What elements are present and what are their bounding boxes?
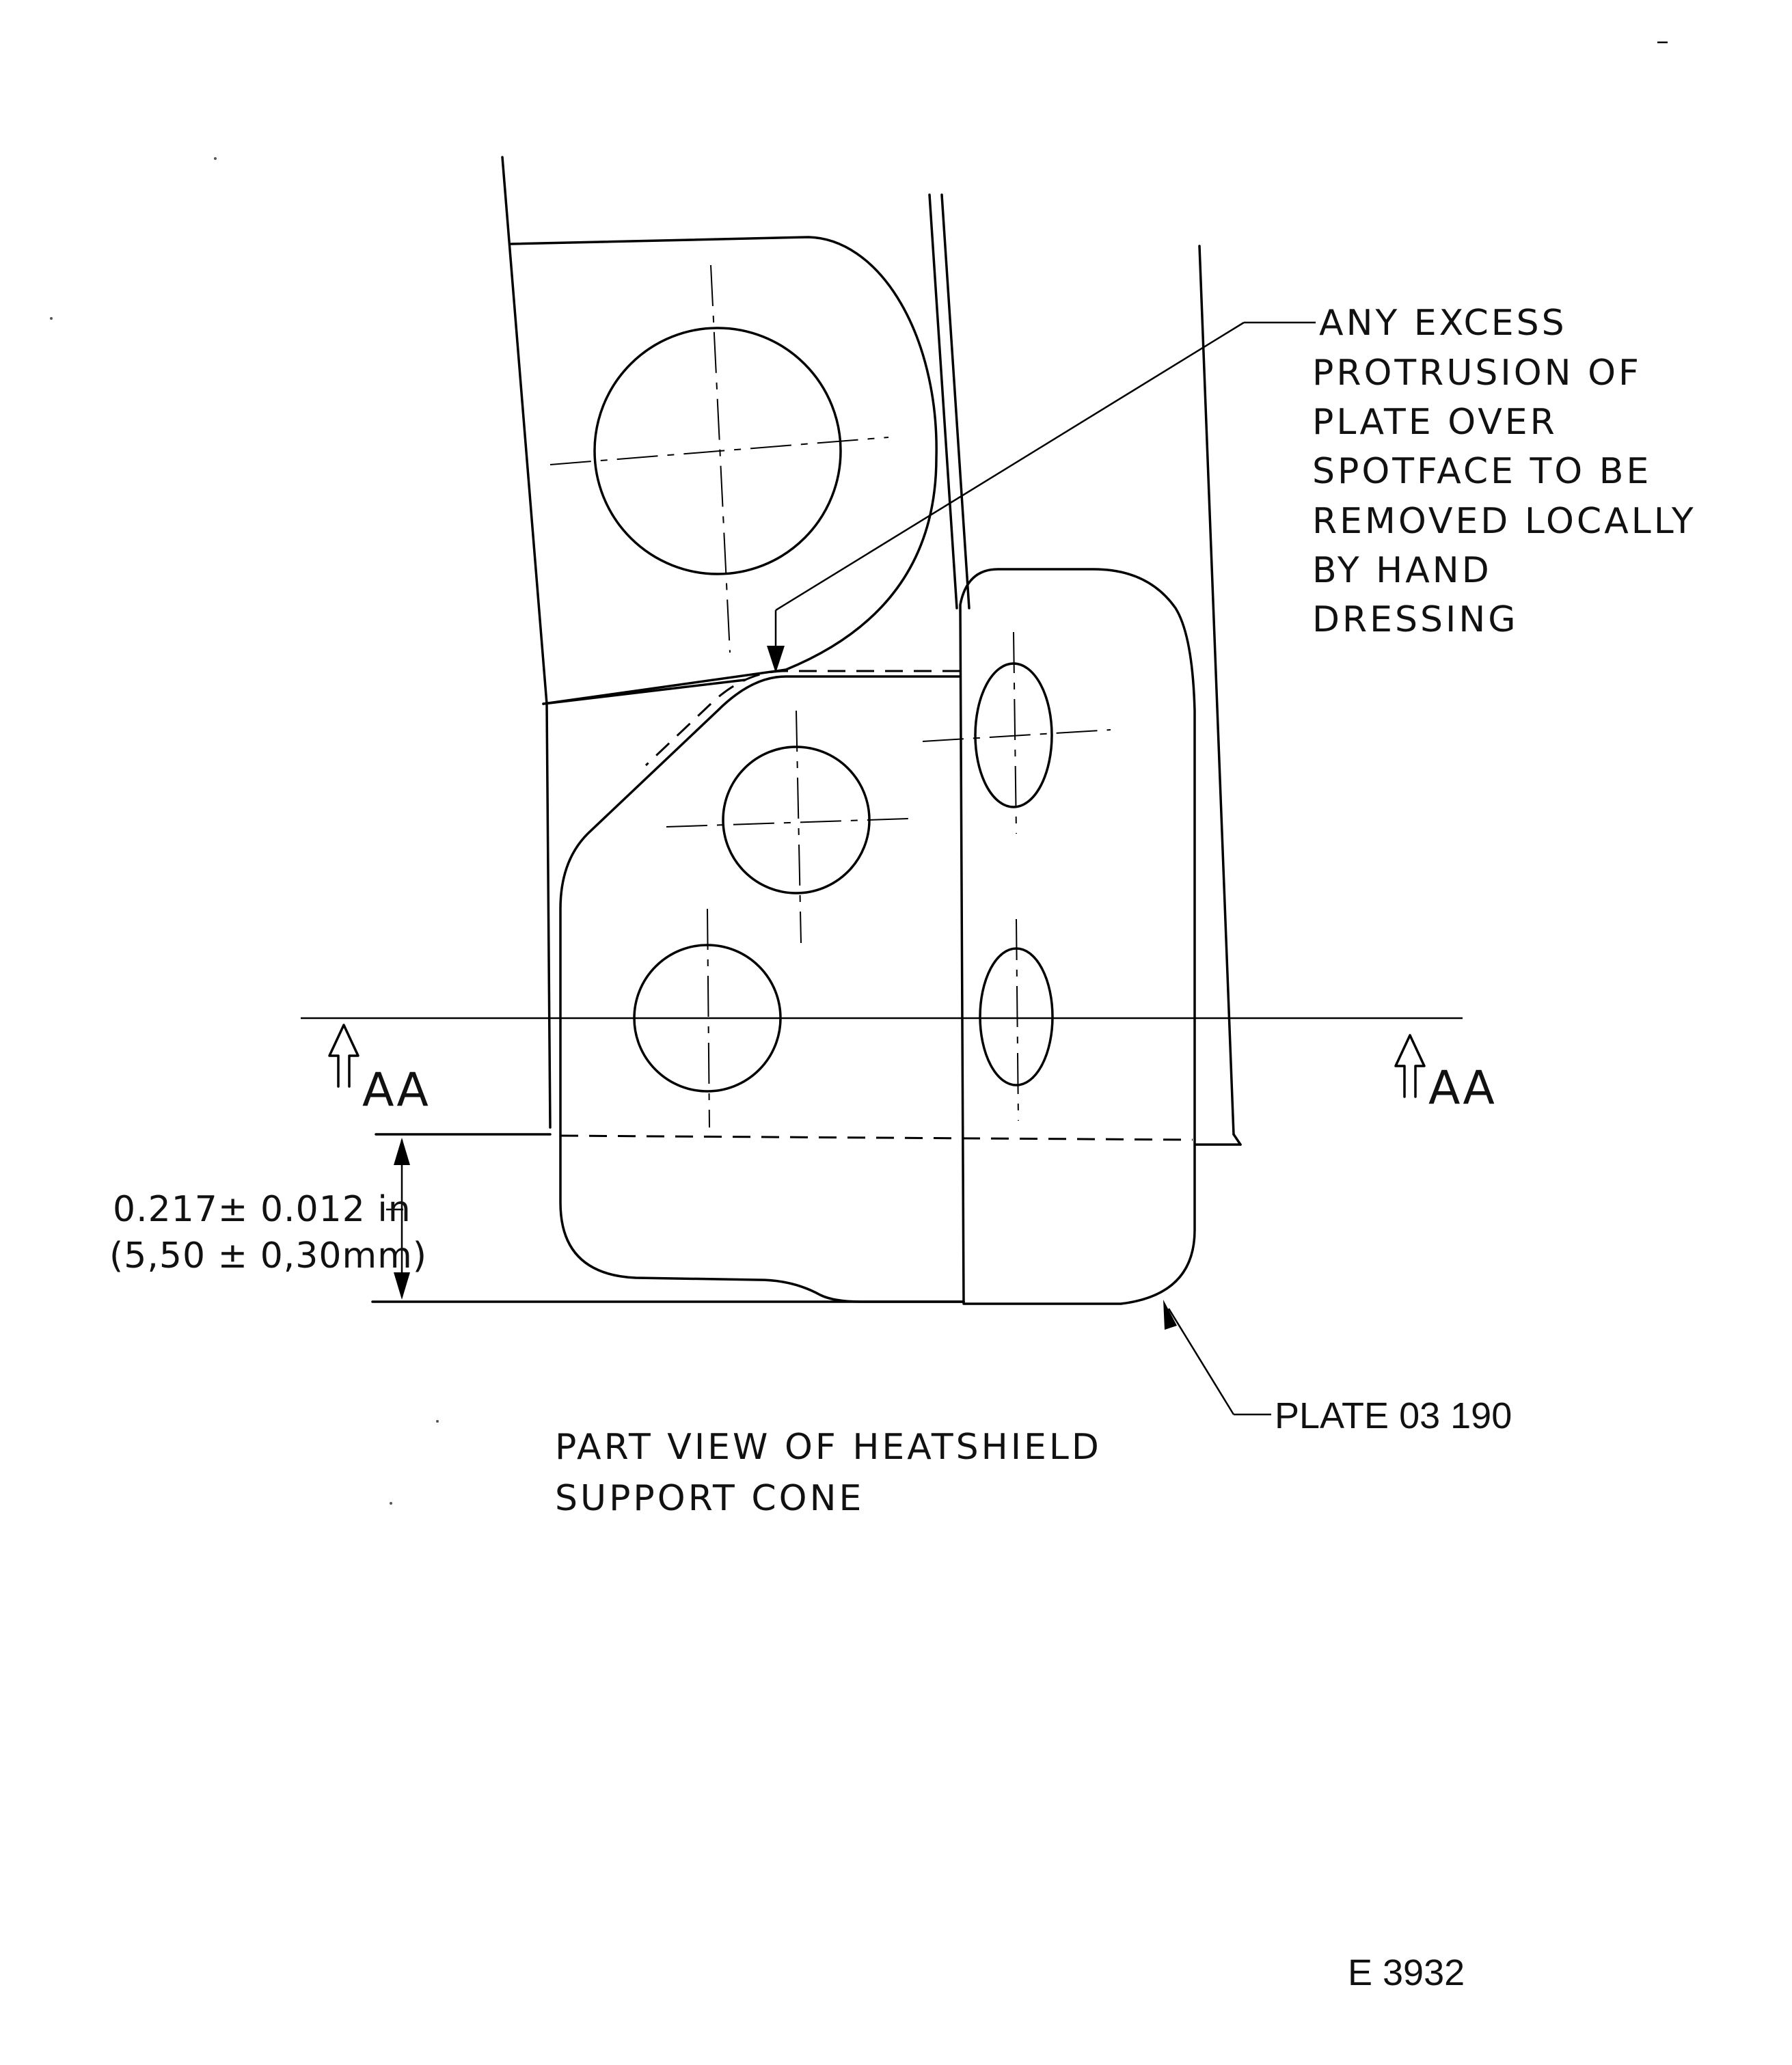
flange-hole-large xyxy=(593,327,842,575)
svg-text:ANY EXCESS: ANY EXCESS xyxy=(1319,303,1567,344)
upper-flange xyxy=(510,236,938,705)
scan-specks xyxy=(50,41,1668,1505)
cone-base xyxy=(371,1133,1242,1303)
section-arrow-right xyxy=(1394,1034,1426,1098)
dimension-metric: (5,50 ± 0,30mm) xyxy=(109,1235,427,1276)
slot-hole-lower xyxy=(979,947,1054,1086)
figure-caption: PART VIEW OF HEATSHIELD SUPPORT CONE xyxy=(555,1427,1102,1519)
note-text: ANY EXCESS PROTRUSION OF PLATE OVER SPOT… xyxy=(1312,303,1696,640)
right-plate xyxy=(922,568,1196,1305)
plate-leader xyxy=(1163,1300,1271,1416)
svg-text:PART VIEW OF HEATSHIELD: PART VIEW OF HEATSHIELD xyxy=(555,1427,1102,1468)
dimension-arrows xyxy=(386,1138,410,1300)
svg-text:BY HAND: BY HAND xyxy=(1312,550,1492,591)
svg-text:PLATE OVER: PLATE OVER xyxy=(1312,402,1558,443)
svg-text:DRESSING: DRESSING xyxy=(1312,599,1519,640)
svg-text:SPOTFACE TO BE: SPOTFACE TO BE xyxy=(1312,451,1651,492)
svg-text:PROTRUSION OF: PROTRUSION OF xyxy=(1312,353,1642,394)
svg-text:REMOVED LOCALLY: REMOVED LOCALLY xyxy=(1312,501,1696,542)
section-label-right: AA xyxy=(1428,1061,1496,1115)
figure-reference: E 3932 xyxy=(1348,1952,1465,1993)
plate-hole-upper xyxy=(722,746,871,894)
note-leader xyxy=(767,321,1316,673)
plate-label: PLATE 03 190 xyxy=(1275,1395,1512,1436)
cone-wall-lines xyxy=(501,156,1235,1136)
dimension-imperial: 0.217± 0.012 in xyxy=(113,1189,411,1230)
svg-text:SUPPORT CONE: SUPPORT CONE xyxy=(555,1478,864,1519)
section-label-left: AA xyxy=(362,1063,430,1117)
left-plate xyxy=(559,670,965,1303)
section-arrow-left xyxy=(328,1024,359,1088)
